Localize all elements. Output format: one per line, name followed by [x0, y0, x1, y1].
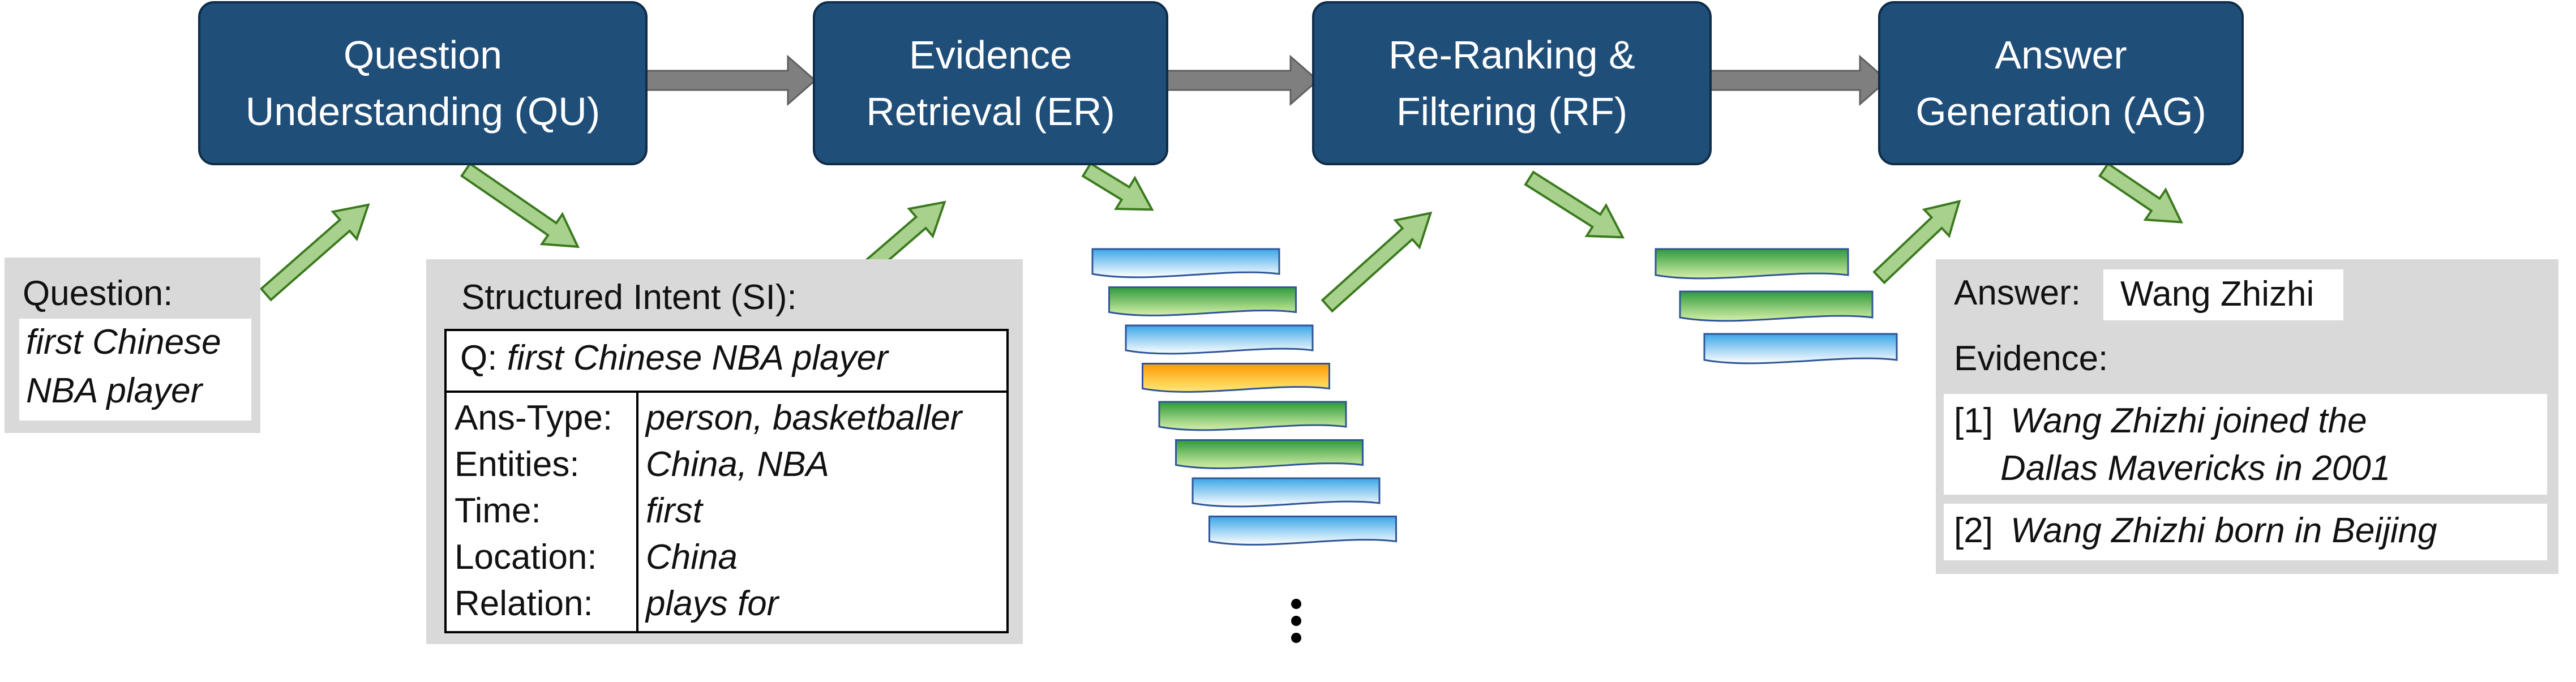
stage-rf-line-1: Re-Ranking & [1388, 33, 1635, 77]
arrow-ag-to-answer [2098, 162, 2183, 224]
si-query-prefix: Q: [460, 338, 498, 378]
evidence-item-1-num: [1] [1954, 401, 1993, 440]
arrow-question-to-qu [259, 203, 370, 302]
arrow-filtered-to-ag [1872, 200, 1961, 285]
evidence-label: Evidence: [1954, 339, 2108, 378]
si-value-ans-type: person, basketballer [646, 398, 962, 437]
stage-er-line-1: Evidence [909, 33, 1072, 77]
filtered-documents [1655, 248, 1898, 364]
question-text-line-2: NBA player [26, 371, 203, 410]
stage-qu: Question Understanding (QU) [198, 1, 648, 165]
si-key-entities: Entities: [455, 445, 580, 484]
arrow-rf-to-filtered [1524, 170, 1625, 239]
si-key-relation: Relation: [455, 584, 593, 623]
document-bar-blue [1191, 477, 1381, 508]
answer-value: Wang Zhizhi [2120, 274, 2314, 314]
si-value-location: China [646, 538, 738, 577]
evidence-item-1-line-1: Wang Zhizhi joined the [2011, 401, 2367, 440]
stage-rf-line-2: Filtering (RF) [1396, 89, 1628, 134]
structured-intent-title: Structured Intent (SI): [461, 278, 797, 317]
answer-value-box: Wang Zhizhi [2103, 269, 2343, 320]
evidence-item-1-line-2: Dallas Mavericks in 2001 [2000, 449, 2391, 488]
stage-er-line-2: Retrieval (ER) [866, 89, 1115, 134]
document-bar-green [1175, 439, 1364, 469]
stage-ag-line-1: Answer [1995, 33, 2127, 77]
question-label: Question: [23, 274, 173, 313]
si-value-relation: plays for [646, 584, 779, 623]
flow-arrow-qu-er [644, 54, 817, 106]
document-bar-blue [1208, 516, 1397, 546]
document-bar-blue [1125, 324, 1314, 355]
stage-ag: Answer Generation (AG) [1878, 1, 2244, 165]
stage-qu-line-2: Understanding (QU) [245, 89, 601, 134]
document-bar-green [1158, 401, 1347, 431]
structured-intent-panel: Structured Intent (SI): Q: first Chinese… [426, 259, 1023, 644]
flow-arrow-rf-ag [1708, 54, 1889, 106]
answer-panel: Answer: Wang Zhizhi Evidence: [1] Wang Z… [1936, 259, 2558, 574]
si-query-row: Q: first Chinese NBA player [460, 338, 888, 378]
si-key-time: Time: [455, 491, 541, 530]
si-query-text: first Chinese NBA player [507, 338, 888, 378]
si-table-hline [447, 391, 1006, 393]
structured-intent-table: Q: first Chinese NBA player Ans-Type: pe… [444, 329, 1009, 633]
evidence-item-2-num: [2] [1954, 511, 1993, 550]
answer-label: Answer: [1954, 273, 2081, 312]
document-bar-blue [1703, 333, 1898, 364]
si-table-vline [636, 391, 638, 633]
si-value-time: first [646, 491, 702, 530]
question-text-line-1: first Chinese [26, 323, 221, 362]
evidence-item-2-line-1: Wang Zhizhi born in Beijing [2011, 511, 2437, 550]
retrieved-documents [1091, 248, 1397, 546]
ellipsis-vertical-icon [1291, 599, 1301, 643]
arrow-docs-to-rf [1321, 211, 1433, 313]
document-bar-green [1108, 286, 1297, 316]
stage-ag-line-2: Generation (AG) [1915, 89, 2206, 134]
question-text-box: first Chinese NBA player [19, 319, 251, 421]
flow-arrow-er-rf [1165, 54, 1319, 106]
si-key-location: Location: [455, 538, 597, 577]
document-bar-yellow [1142, 363, 1330, 393]
document-bar-blue [1091, 248, 1280, 278]
arrow-qu-to-si [460, 162, 580, 248]
question-panel: Question: first Chinese NBA player [5, 258, 260, 433]
arrow-er-to-docs [1081, 162, 1154, 211]
si-value-entities: China, NBA [646, 445, 829, 484]
evidence-item-1: [1] Wang Zhizhi joined the Dallas Maveri… [1944, 394, 2547, 495]
stage-qu-line-1: Question [343, 33, 503, 77]
document-bar-green [1655, 248, 1849, 280]
stage-rf: Re-Ranking & Filtering (RF) [1312, 1, 1712, 165]
evidence-item-2: [2] Wang Zhizhi born in Beijing [1944, 504, 2547, 560]
si-key-ans-type: Ans-Type: [455, 398, 613, 437]
document-bar-green [1679, 290, 1874, 322]
stage-er: Evidence Retrieval (ER) [813, 1, 1168, 165]
